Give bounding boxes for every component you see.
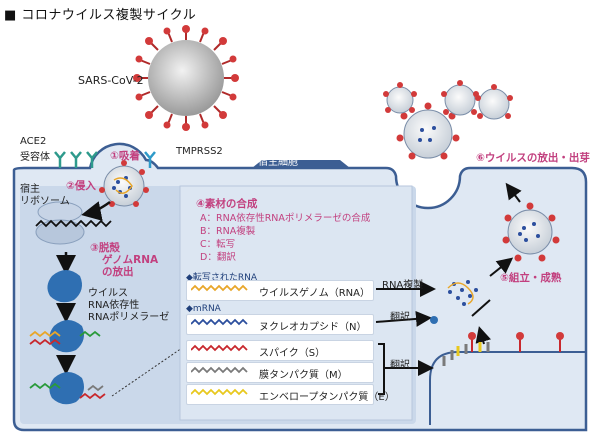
host-cell-label: 宿主細胞 [258,157,298,168]
step-6-label: ⑥ウイルスの放出・出芽 [476,152,590,164]
released-virions [383,80,513,160]
transcribed-rna-label: ◆転写されたRNA [186,273,258,283]
attaching-virion [99,160,149,207]
synthesis-item: A：RNA依存性RNAポリメラーゼの合成 [200,213,371,224]
genome-rna-strand [35,219,112,228]
row-label: スパイク（S） [259,348,326,359]
mature-virion [502,202,560,262]
host-cell-tab [252,160,350,168]
ribosome-label-2: リボソーム [20,196,70,207]
step-3-label-2: ゲノムRNA [102,254,159,266]
synthesis-item: B：RNA複製 [200,226,256,237]
diagram-title: ■ コロナウイルス複製サイクル [4,8,197,23]
step-5-label: ⑤組立・成熟 [500,272,562,284]
flow-arrows [375,182,522,395]
rna-replication-label: RNA複製 [382,280,424,291]
polymerase-label-2: RNA依存性 [88,300,140,311]
ribosome [35,201,85,245]
row-nucleocapsid: ヌクレオカプシド（N） [186,314,374,335]
row-envelope: エンベロープタンパク質（E） [186,384,395,405]
row-label: 膜タンパク質（M） [259,370,348,381]
step-2-label: ②侵入 [66,180,96,192]
translation-label-1: 翻訳 [390,312,410,323]
ribosome-label-1: 宿主 [20,184,40,195]
step-3-label-3: の放出 [102,266,134,278]
sars-cov-2-virion [133,25,239,131]
er-membrane-proteins [442,332,564,366]
ace2-receptors [54,151,156,168]
row-genome-rna: ウイルスゲノム（RNA） [186,280,374,301]
wave-icon [191,366,248,374]
wave-icon [191,284,248,292]
mrna-label: ◆mRNA [186,304,221,314]
wave-icon [191,388,248,396]
wave-icon [191,344,248,352]
ace2-label-1: ACE2 [20,136,47,147]
polymerase-column [29,252,183,405]
row-spike: スパイク（S） [186,340,374,361]
ace2-label-2: 受容体 [20,152,50,163]
step-1-label: ①吸着 [110,150,140,162]
nucleocapsid-assembly [430,280,478,324]
polymerase-label-3: RNAポリメラーゼ [88,312,170,323]
translation-label-2: 翻訳 [390,360,410,371]
synthesis-item: D：翻訳 [200,252,236,263]
row-membrane: 膜タンパク質（M） [186,362,374,383]
entry-arrow [81,200,111,221]
wave-icon [191,318,248,326]
synthesis-item: C：転写 [200,239,236,250]
synthesis-list: A：RNA依存性RNAポリメラーゼの合成 B：RNA複製 C：転写 D：翻訳 [200,212,370,264]
row-label: エンベロープタンパク質（E） [259,392,395,403]
step-4-label: ④素材の合成 [196,198,258,210]
tmprss2-label: TMPRSS2 [176,146,223,157]
polymerase-label-1: ウイルス [88,288,128,299]
row-label: ヌクレオカプシド（N） [259,322,367,333]
virus-label: SARS-CoV-2 [78,74,144,87]
step-3-label-1: ③脱殻 [90,242,120,254]
row-label: ウイルスゲノム（RNA） [259,288,370,299]
